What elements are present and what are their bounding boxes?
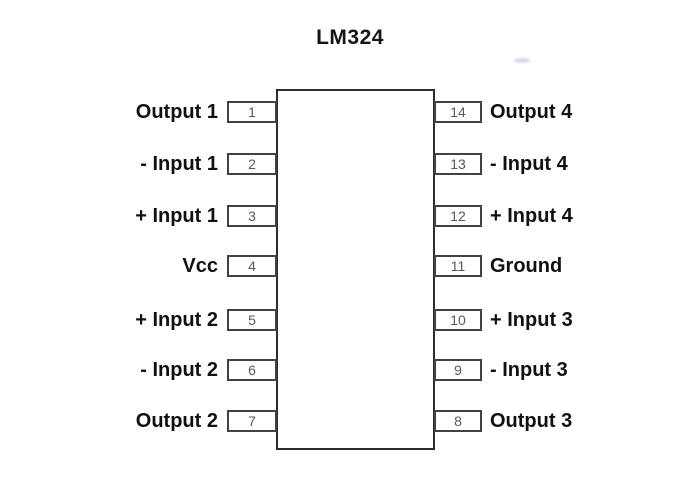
pin-box-9: 9: [434, 359, 482, 381]
ic-body: [276, 89, 435, 450]
pin-number-7: 7: [248, 413, 256, 429]
pin-number-10: 10: [450, 312, 466, 328]
pin-label-13: - Input 4: [490, 153, 568, 175]
pin-number-9: 9: [454, 362, 462, 378]
pin-label-7: Output 2: [135, 410, 218, 432]
pin-number-4: 4: [248, 258, 256, 274]
pin-number-8: 8: [454, 413, 462, 429]
pin-number-1: 1: [248, 104, 256, 120]
pin-label-2: - Input 1: [140, 153, 218, 175]
pin-box-12: 12: [434, 205, 482, 227]
pin-label-6: - Input 2: [140, 359, 218, 381]
pin-box-6: 6: [227, 359, 277, 381]
pin-number-2: 2: [248, 156, 256, 172]
pin-label-11: Ground: [490, 255, 563, 277]
pin-number-11: 11: [450, 258, 466, 274]
pin-number-12: 12: [450, 208, 466, 224]
pin-box-1: 1: [227, 101, 277, 123]
pin-box-14: 14: [434, 101, 482, 123]
pin-label-1: Output 1: [135, 101, 218, 123]
pin-box-7: 7: [227, 410, 277, 432]
pin-box-13: 13: [434, 153, 482, 175]
pin-label-12: + Input 4: [490, 205, 573, 227]
pin-box-5: 5: [227, 309, 277, 331]
pin-label-14: Output 4: [490, 101, 573, 123]
pin-label-4: Vcc: [182, 255, 218, 277]
pin-number-13: 13: [450, 156, 466, 172]
pin-label-9: - Input 3: [490, 359, 568, 381]
pin-label-3: + Input 1: [135, 205, 218, 227]
pin-number-14: 14: [450, 104, 466, 120]
pin-number-5: 5: [248, 312, 256, 328]
smudge-artifact: [514, 58, 530, 63]
pin-box-8: 8: [434, 410, 482, 432]
pin-label-8: Output 3: [490, 410, 573, 432]
pin-box-10: 10: [434, 309, 482, 331]
pin-label-10: + Input 3: [490, 309, 573, 331]
pin-box-11: 11: [434, 255, 482, 277]
pin-number-6: 6: [248, 362, 256, 378]
pin-number-3: 3: [248, 208, 256, 224]
chip-title: LM324: [316, 26, 384, 49]
pin-label-5: + Input 2: [135, 309, 218, 331]
pin-box-4: 4: [227, 255, 277, 277]
pin-box-2: 2: [227, 153, 277, 175]
pin-box-3: 3: [227, 205, 277, 227]
